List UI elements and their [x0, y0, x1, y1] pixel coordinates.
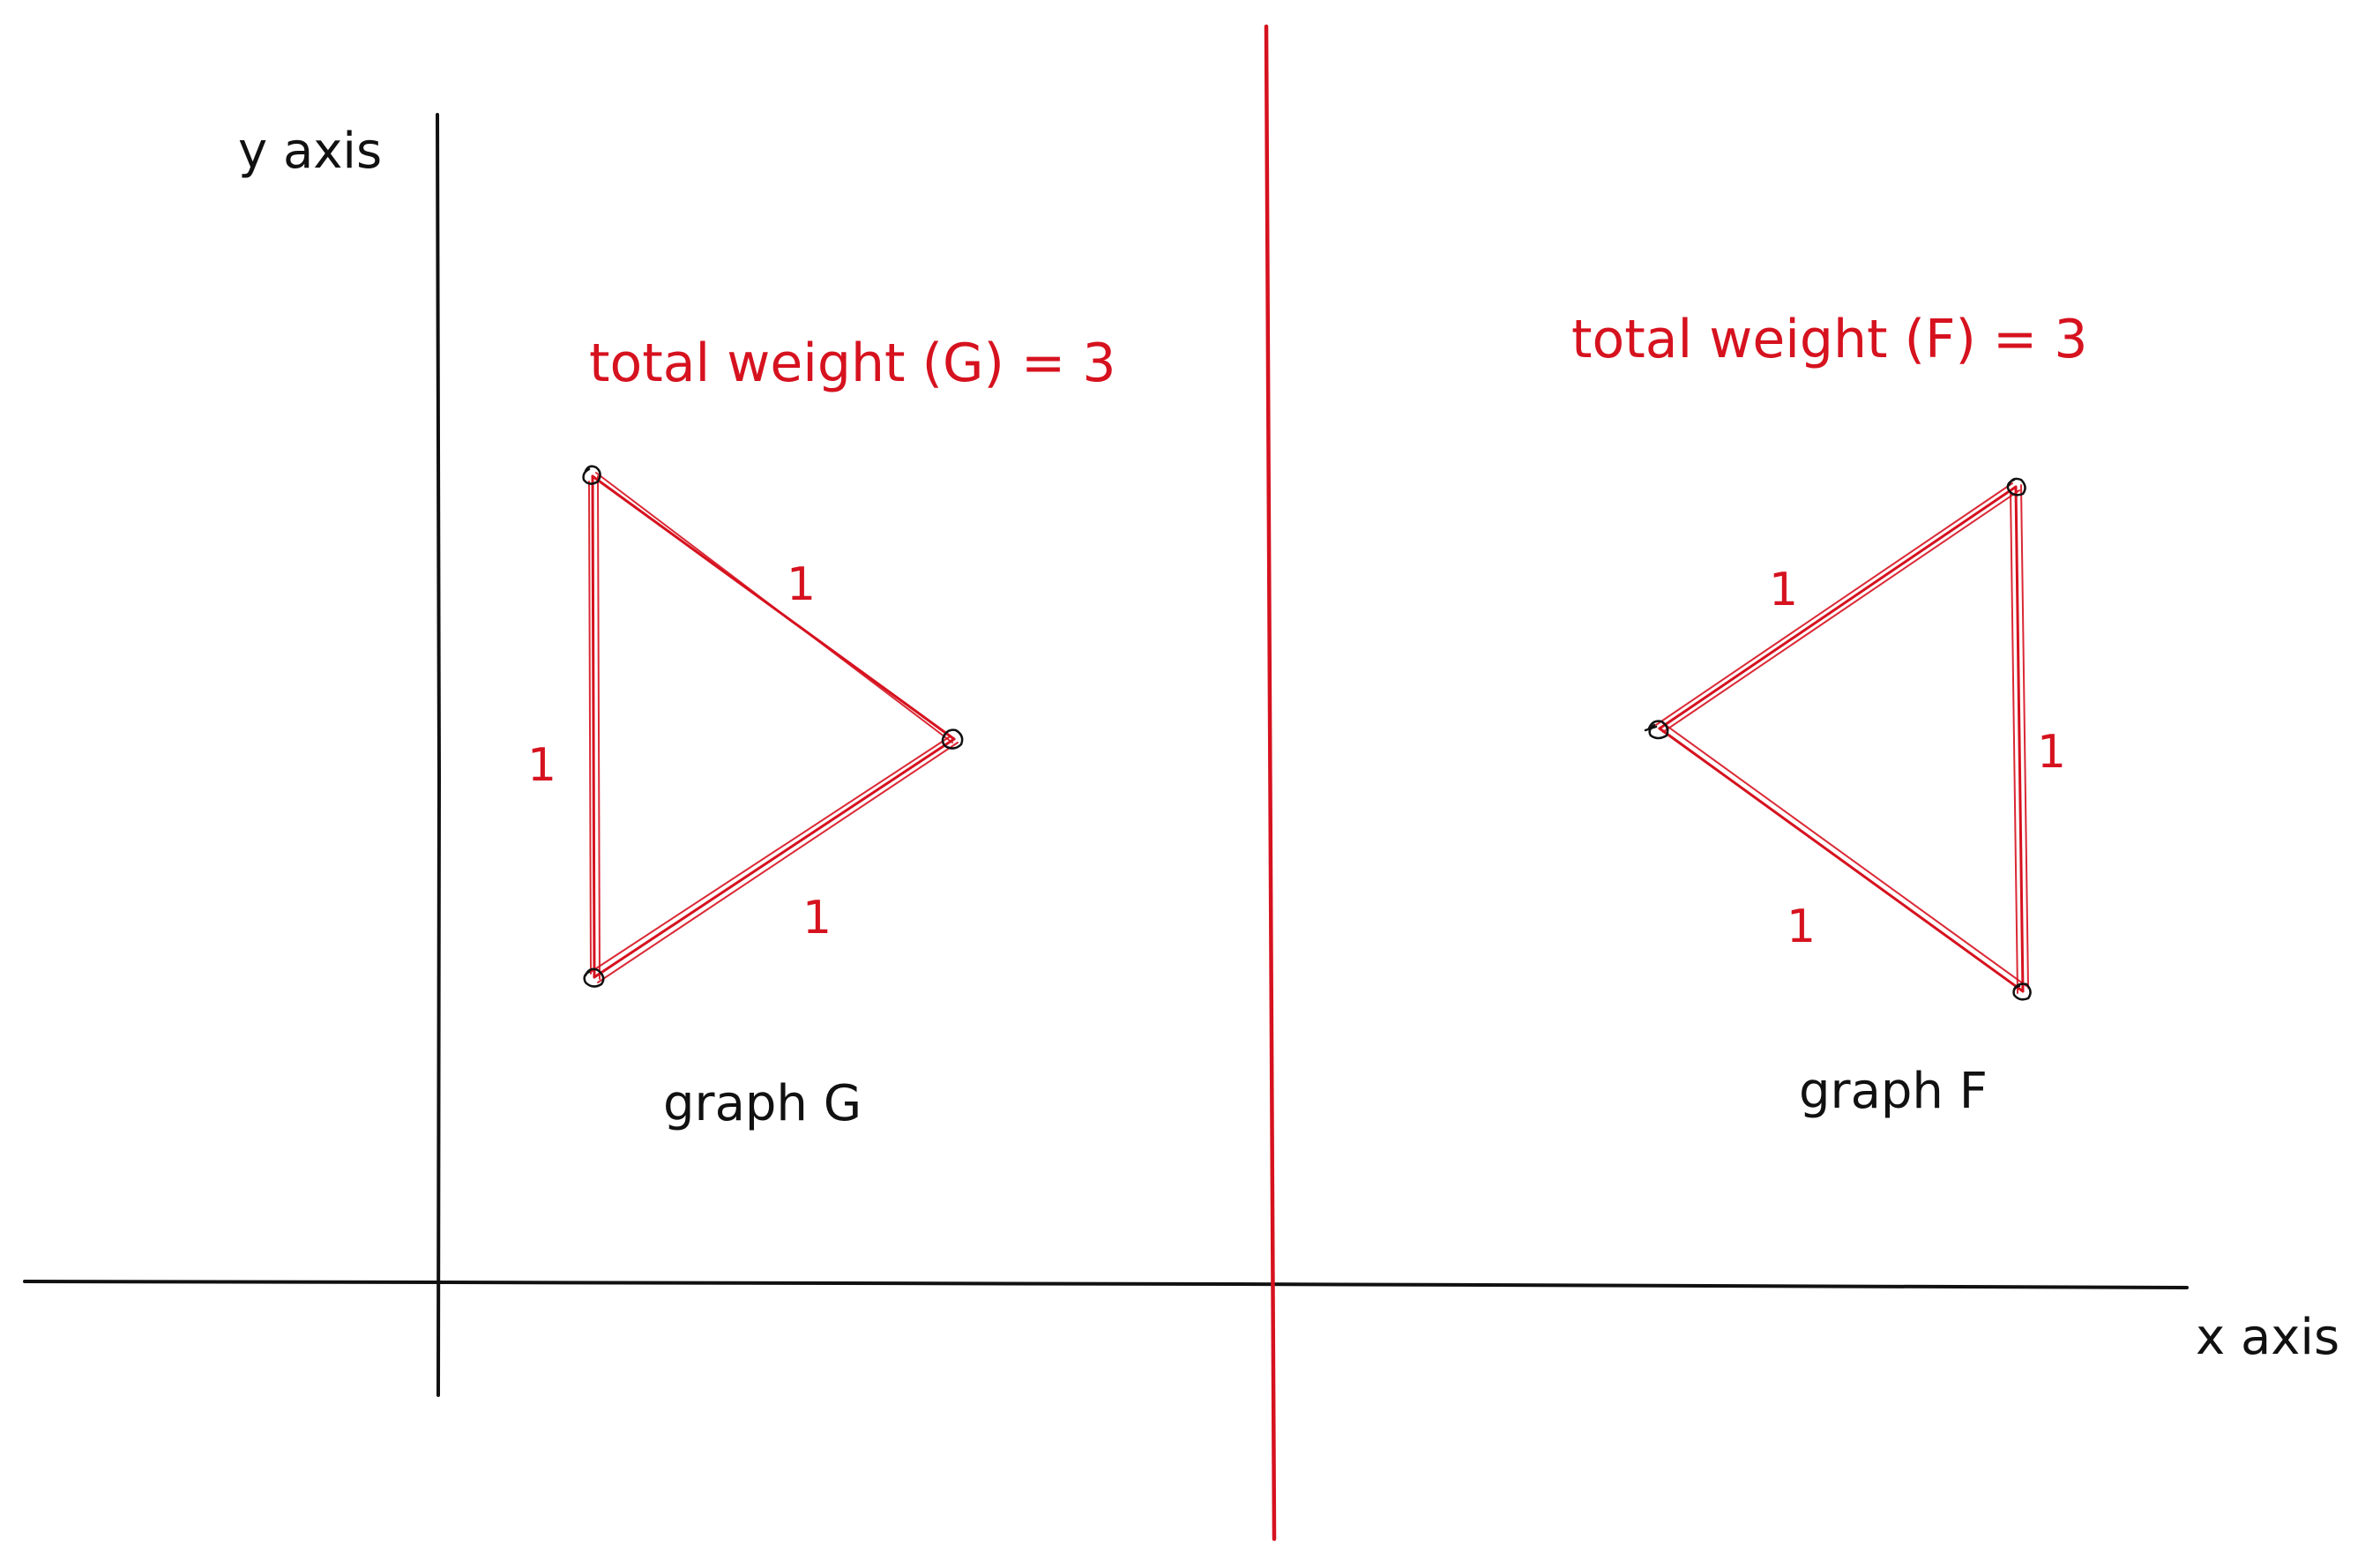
x-axis-label: x axis: [2196, 1309, 2339, 1366]
graph-f-node-left: [1644, 720, 1669, 740]
graph-f-weight-top-edge: 1: [1769, 564, 1798, 616]
graph-f: total weight (F) = 3 1 1 1: [1571, 309, 2088, 1120]
graph-g-weight-top-edge: 1: [787, 558, 816, 611]
graph-g-weight-bottom-edge: 1: [802, 892, 832, 945]
graph-g-node-bottom: [583, 967, 605, 988]
graph-g-node-top: [582, 465, 601, 485]
graph-g-weight-left-edge: 1: [527, 739, 556, 792]
graph-f-total-weight: total weight (F) = 3: [1571, 309, 2088, 370]
graph-f-name: graph F: [1799, 1063, 1988, 1120]
graph-f-weight-right-edge: 1: [2037, 726, 2066, 779]
graph-f-edge-top-left: [1655, 482, 2020, 733]
graph-f-node-bottom: [2012, 982, 2032, 1001]
graph-f-edge-right: [2010, 484, 2029, 994]
graph-g-name: graph G: [663, 1075, 862, 1132]
graph-g-edge-left: [588, 474, 601, 980]
graph-g-edge-top-right: [591, 472, 956, 743]
y-axis-label: y axis: [238, 123, 382, 180]
y-axis-line: [436, 113, 442, 1397]
graph-f-edge-bottom-left: [1658, 722, 2027, 993]
graph-f-node-top: [2006, 477, 2026, 497]
axes: y axis x axis: [23, 113, 2339, 1397]
graph-g-edge-bottom-right: [590, 736, 959, 983]
graph-g: total weight (G) = 3 1 1 1 g: [527, 332, 1116, 1132]
graph-g-node-right: [941, 728, 964, 750]
graph-g-total-weight: total weight (G) = 3: [589, 332, 1116, 394]
graph-f-weight-bottom-edge: 1: [1787, 900, 1816, 953]
x-axis-line: [23, 1280, 2189, 1289]
divider-line: [1264, 24, 1277, 1542]
